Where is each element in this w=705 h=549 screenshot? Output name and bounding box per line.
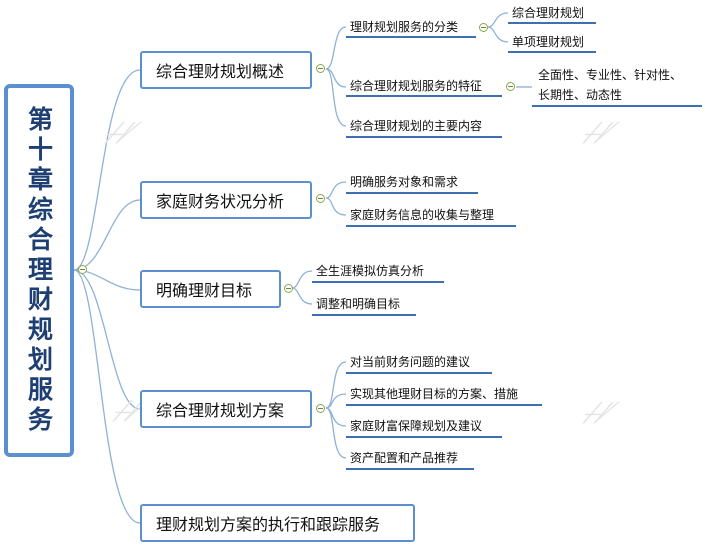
- topic-execution[interactable]: 理财规划方案的执行和跟踪服务: [140, 504, 415, 542]
- topic-label: 家庭财务状况分析: [156, 192, 285, 211]
- root-title: 第十章综合理财规划服务: [24, 105, 54, 436]
- underline: [346, 192, 478, 194]
- connector-root-overview: [73, 69, 141, 271]
- underline: [532, 105, 702, 107]
- characteristics-collapse-icon[interactable]: [506, 82, 515, 91]
- underline: [312, 281, 444, 283]
- subtopic-characteristics[interactable]: 综合理财规划服务的特征: [350, 79, 483, 93]
- leaf-characteristics-line1[interactable]: 全面性、专业性、针对性、: [538, 68, 683, 82]
- connector-root-execution: [73, 269, 141, 524]
- underline: [346, 404, 542, 406]
- subtopic-client-needs[interactable]: 明确服务对象和需求: [350, 175, 459, 189]
- topic-label: 综合理财规划概述: [156, 62, 285, 81]
- plan-collapse-icon[interactable]: [316, 404, 325, 413]
- subtopic-asset-allocation[interactable]: 资产配置和产品推荐: [350, 451, 459, 465]
- leaf-comprehensive-planning[interactable]: 综合理财规划: [512, 6, 585, 20]
- overview-collapse-icon[interactable]: [316, 64, 325, 73]
- underline: [346, 95, 502, 97]
- subtopic-classification[interactable]: 理财规划服务的分类: [350, 20, 459, 34]
- underline: [346, 225, 516, 227]
- underline: [346, 36, 476, 38]
- topic-label: 明确理财目标: [156, 281, 253, 300]
- leaf-characteristics-line2[interactable]: 长期性、动态性: [538, 88, 623, 102]
- subtopic-wealth-protection[interactable]: 家庭财富保障规划及建议: [350, 419, 483, 433]
- underline: [346, 436, 502, 438]
- finance-collapse-icon[interactable]: [316, 194, 325, 203]
- topic-plan[interactable]: 综合理财规划方案: [140, 390, 312, 428]
- root-collapse-icon[interactable]: [78, 265, 87, 274]
- topic-label: 综合理财规划方案: [156, 401, 285, 420]
- subtopic-main-content[interactable]: 综合理财规划的主要内容: [350, 119, 483, 133]
- underline: [346, 468, 474, 470]
- topic-financial-analysis[interactable]: 家庭财务状况分析: [140, 181, 312, 219]
- underline: [508, 51, 596, 53]
- subtopic-lifecycle-simulation[interactable]: 全生涯模拟仿真分析: [316, 264, 425, 278]
- underline: [346, 372, 492, 374]
- subtopic-info-collection[interactable]: 家庭财务信息的收集与整理: [350, 208, 495, 222]
- topic-label: 理财规划方案的执行和跟踪服务: [156, 515, 381, 534]
- underline: [312, 314, 416, 316]
- underline: [346, 136, 502, 138]
- connector-root-plan: [73, 269, 141, 410]
- root-node[interactable]: 第十章综合理财规划服务: [4, 84, 74, 457]
- connector-overview-classification: [325, 26, 347, 70]
- subtopic-adjust-goals[interactable]: 调整和明确目标: [316, 297, 401, 311]
- underline: [508, 22, 596, 24]
- topic-goals[interactable]: 明确理财目标: [140, 270, 281, 308]
- classification-collapse-icon[interactable]: [479, 23, 488, 32]
- goals-collapse-icon[interactable]: [284, 284, 293, 293]
- subtopic-current-issues[interactable]: 对当前财务问题的建议: [350, 355, 471, 369]
- subtopic-other-goals[interactable]: 实现其他理财目标的方案、措施: [350, 387, 519, 401]
- leaf-single-planning[interactable]: 单项理财规划: [512, 35, 585, 49]
- topic-overview[interactable]: 综合理财规划概述: [140, 51, 312, 89]
